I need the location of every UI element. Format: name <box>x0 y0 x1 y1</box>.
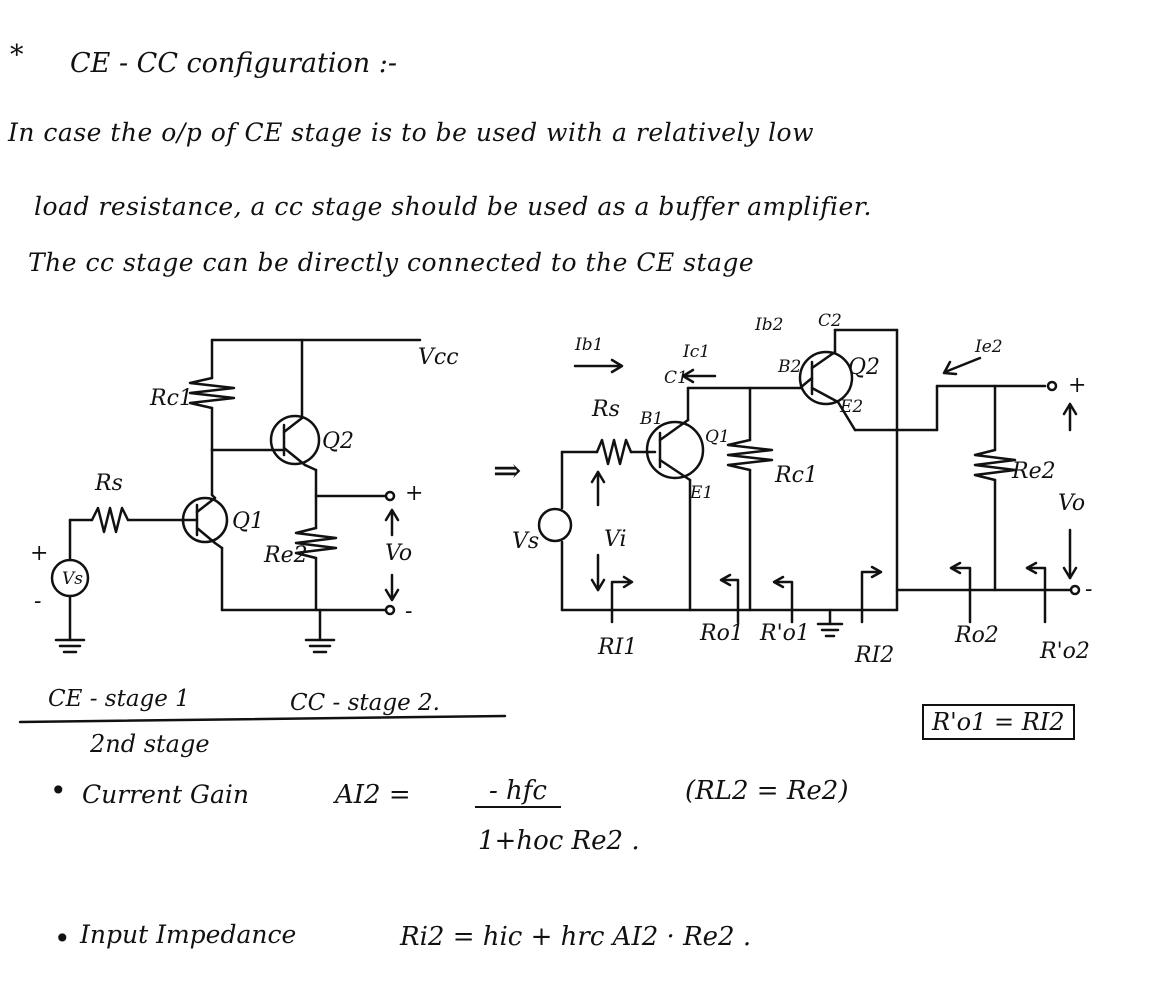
ib2-label: Ib2 <box>754 315 783 335</box>
heading-bullet: * <box>10 40 24 71</box>
input-impedance-formula: Ri2 = hic + hrc AI2 · Re2 . <box>400 922 752 952</box>
vi-label: Vi <box>604 527 627 552</box>
transform-arrow: ⇒ <box>493 451 522 491</box>
q2-label: Q2 <box>322 429 354 454</box>
ib1-label: Ib1 <box>574 335 603 355</box>
rs-label: Rs <box>94 471 123 496</box>
paragraph-line-1: In case the o/p of CE stage is to be use… <box>8 118 815 147</box>
current-gain-condition: (RL2 = Re2) <box>685 776 849 806</box>
vo-label-right: Vo <box>1058 491 1085 516</box>
ro1-prime-label: R'o1 <box>759 621 810 646</box>
ce-stage-label: CE - stage 1 <box>48 686 190 712</box>
q1-label-right: Q1 <box>705 427 730 447</box>
b1-label: B1 <box>639 409 663 429</box>
out-minus-left: - <box>405 599 412 624</box>
page-title: CE - CC configuration :- <box>70 48 397 79</box>
re2-label-right: Re2 <box>1011 459 1056 484</box>
source-plus: + <box>30 541 48 566</box>
ro1-label: Ro1 <box>699 621 744 646</box>
vs-label-right: Vs <box>512 529 539 554</box>
paragraph-line-3: The cc stage can be directly connected t… <box>28 248 755 277</box>
vcc-label: Vcc <box>418 345 459 370</box>
input-impedance-bullet: • <box>54 922 71 955</box>
ic1-label: Ic1 <box>682 342 710 362</box>
input-impedance-label: Input Impedance <box>80 920 297 949</box>
ro2-label: Ro2 <box>954 623 999 648</box>
c1-label: C1 <box>664 368 688 388</box>
out-minus-right: - <box>1085 577 1092 602</box>
boxed-relation: R'o1 = RI2 <box>922 704 1075 740</box>
paragraph-line-2: load resistance, a cc stage should be us… <box>34 192 872 221</box>
b2-label: B2 <box>777 357 801 377</box>
vs-label: Vs <box>62 569 83 589</box>
e1-label: E1 <box>689 483 713 503</box>
source-minus: - <box>34 589 41 614</box>
cc-stage-label: CC - stage 2. <box>290 690 440 716</box>
ie2-label: Ie2 <box>974 337 1003 357</box>
current-gain-bullet: • <box>50 774 67 807</box>
out-plus-right: + <box>1068 373 1086 398</box>
re2-label: Re2 <box>263 543 308 568</box>
current-gain-label: Current Gain <box>82 780 249 809</box>
rc1-label-right: Rc1 <box>774 463 818 488</box>
ro2-prime-label: R'o2 <box>1039 639 1090 664</box>
rc1-label: Rc1 <box>149 386 193 411</box>
q2-label-right: Q2 <box>848 355 880 380</box>
rs-label-right: Rs <box>591 397 620 422</box>
current-gain-numerator: - hfc <box>475 776 561 808</box>
second-stage-heading: 2nd stage <box>90 730 210 758</box>
vo-label-left: Vo <box>385 541 412 566</box>
out-plus-left: + <box>405 481 423 506</box>
c2-label: C2 <box>818 311 842 331</box>
q1-label: Q1 <box>232 509 264 534</box>
e2-label: E2 <box>839 397 863 417</box>
ri2-label: RI2 <box>854 643 894 668</box>
ri1-label: RI1 <box>597 635 637 660</box>
current-gain-symbol: AI2 = <box>335 780 411 810</box>
current-gain-denominator: 1+hoc Re2 . <box>478 826 640 856</box>
